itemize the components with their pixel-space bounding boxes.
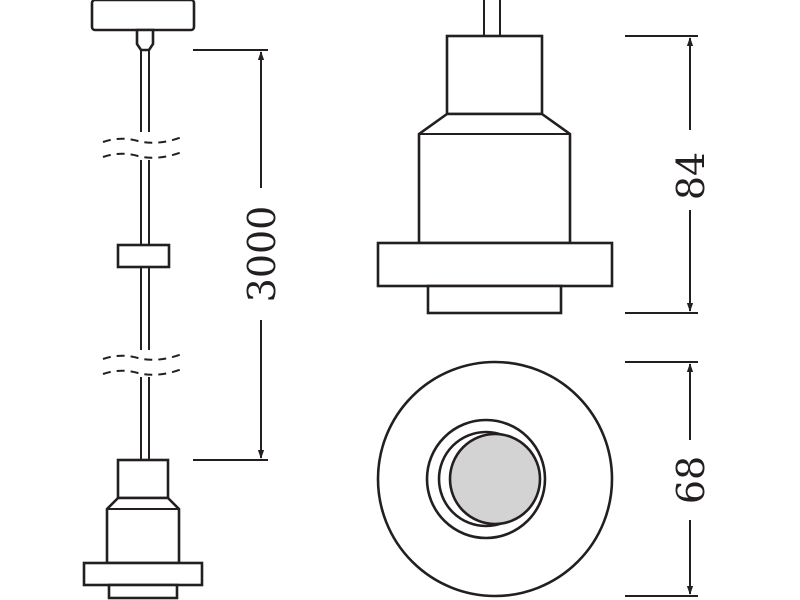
pendant-full-view [82, 0, 204, 600]
cable-strain-relief [135, 28, 155, 52]
socket-small-view [82, 458, 204, 600]
socket-height-label: 84 [669, 152, 713, 200]
socket-diameter-dimension: 68 [625, 361, 713, 597]
cord-adjuster [116, 243, 171, 269]
cable-length-label: 3000 [240, 206, 284, 303]
socket-diameter-label: 68 [669, 456, 713, 504]
cable-length-dimension: 3000 [193, 49, 284, 461]
socket-height-dimension: 84 [625, 35, 713, 314]
socket-bottom-view [376, 360, 614, 598]
lamp-face [448, 432, 542, 526]
cable-break-symbol-bottom [102, 353, 183, 376]
ceiling-canopy [90, 0, 196, 32]
socket-side-view [376, 0, 614, 315]
cable-break-symbol-top [102, 136, 183, 159]
cable [140, 50, 150, 460]
